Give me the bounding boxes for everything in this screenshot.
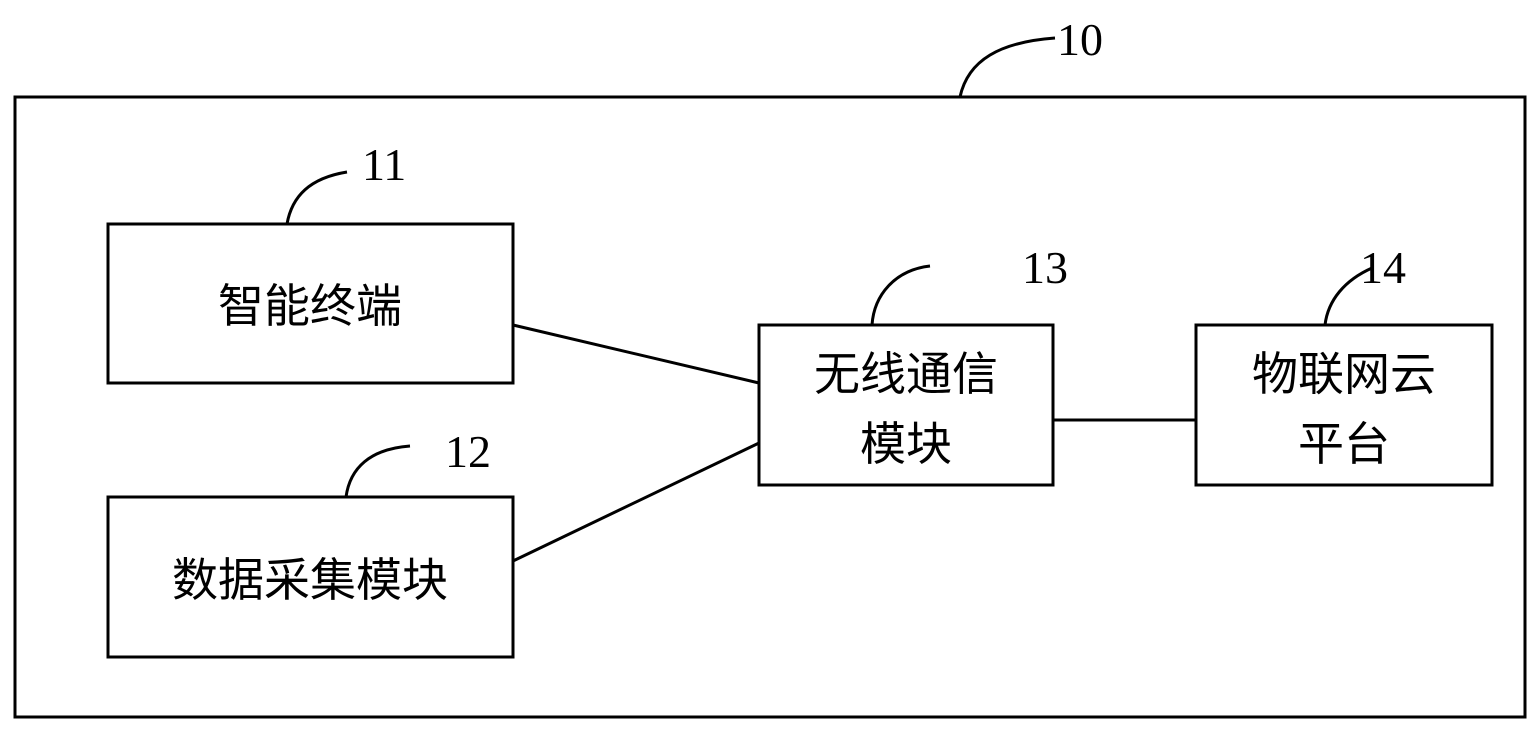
data-collection-box: [106, 495, 515, 659]
edge-terminal-to-wireless: [512, 323, 760, 385]
outer-system-frame: [13, 95, 1527, 719]
ref-label-13: 13: [1022, 242, 1068, 293]
smart-terminal-label: 智能终端: [218, 279, 402, 333]
wireless-module-label-line1: 无线通信: [814, 347, 998, 401]
ref-label-10: 10: [1057, 14, 1103, 65]
iot-cloud-label-line1: 物联网云: [1252, 347, 1436, 401]
data-collection-label: 数据采集模块: [172, 553, 448, 607]
leader-line-12: [344, 444, 411, 498]
iot-cloud-label-line2: 平台: [1298, 417, 1390, 471]
smart-terminal-box: [106, 222, 515, 385]
leader-line-13: [870, 264, 931, 326]
wireless-module-box: [757, 323, 1055, 487]
leader-line-14: [1323, 266, 1373, 326]
iot-cloud-box: [1194, 323, 1494, 487]
ref-label-11: 11: [362, 139, 406, 190]
ref-label-12: 12: [445, 426, 491, 477]
wireless-module-label-line2: 模块: [860, 417, 952, 471]
leader-line-11: [285, 170, 348, 225]
edge-collector-to-wireless: [512, 441, 760, 563]
leader-line-10: [958, 36, 1056, 98]
ref-label-14: 14: [1360, 242, 1406, 293]
